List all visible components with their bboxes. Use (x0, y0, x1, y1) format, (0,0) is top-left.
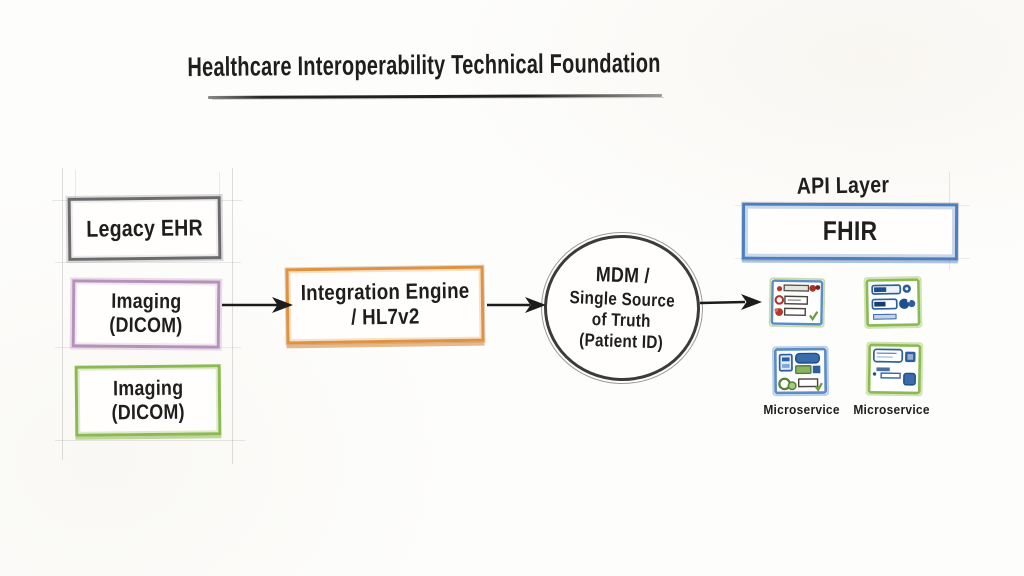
arrow-mdm-to-api (699, 294, 762, 310)
microservice-icon-alerts (768, 277, 826, 328)
legacy-ehr-box: Legacy EHR (67, 196, 222, 261)
microservice-icon-data (863, 276, 923, 329)
pencil-guide-line (55, 440, 245, 441)
imaging-dicom-box-purple: Imaging (DICOM) (71, 279, 221, 349)
fhir-box: FHIR (741, 202, 959, 261)
page-title-text: Healthcare Interoperability Technical Fo… (187, 47, 661, 83)
mdm-line2: Single Source (569, 286, 676, 311)
pencil-guide-line (75, 170, 76, 210)
page-title: Healthcare Interoperability Technical Fo… (104, 47, 744, 84)
legacy-ehr-label: Legacy EHR (86, 213, 203, 242)
microservice-label-left: Microservice (757, 402, 847, 417)
pencil-guide-line (62, 168, 63, 460)
pencil-guide-line (232, 168, 233, 464)
imaging-label-line2: (DICOM) (109, 313, 183, 338)
imaging-label-line1: Imaging (110, 290, 182, 314)
imaging-label-line1: Imaging (112, 376, 184, 401)
integration-engine-line2: / HL7v2 (350, 303, 420, 330)
microservice-icon-services (771, 345, 830, 397)
api-layer-heading: API Layer (788, 171, 897, 200)
microservice-label-right: Microservice (847, 402, 937, 417)
fhir-label: FHIR (822, 216, 878, 247)
microservice-icon-docs (865, 341, 924, 397)
microservice-label-left-text: Microservice (763, 402, 841, 417)
integration-engine-line1: Integration Engine (300, 278, 470, 306)
title-underline (207, 94, 663, 99)
imaging-dicom-box-green: Imaging (DICOM) (74, 364, 222, 437)
imaging-label-line2: (DICOM) (111, 400, 185, 424)
mdm-line4: (Patient ID) (578, 329, 664, 353)
arrow-engine-to-mdm (487, 297, 546, 313)
pencil-guide-line (55, 262, 241, 263)
api-layer-heading-text: API Layer (796, 171, 890, 199)
mdm-line1: MDM / (595, 262, 651, 288)
mdm-circle: MDM / Single Source of Truth (Patient ID… (538, 229, 706, 387)
integration-engine-box: Integration Engine / HL7v2 (285, 265, 485, 345)
mdm-line3: of Truth (591, 308, 652, 331)
pencil-guide-line (219, 172, 220, 206)
microservice-label-right-text: Microservice (853, 402, 931, 417)
